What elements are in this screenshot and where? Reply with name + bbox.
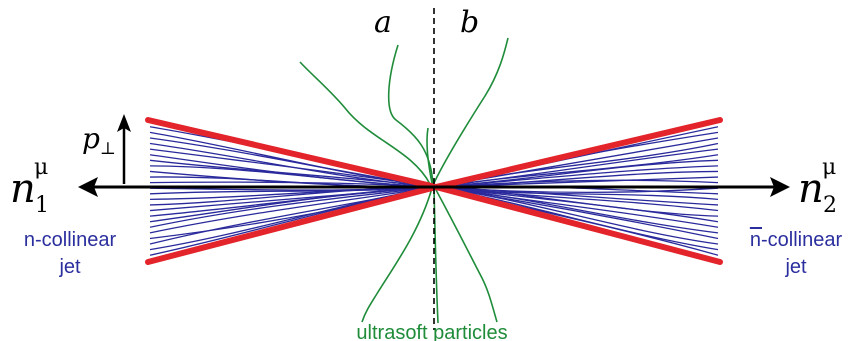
n1-sub: 1	[35, 193, 49, 218]
jet-line	[149, 186, 437, 223]
left-jet-label-line1: n-collinear	[24, 229, 117, 251]
up-arrow-icon	[117, 114, 131, 132]
n2-label: n	[798, 166, 824, 212]
pperp-sub: ⊥	[100, 139, 116, 159]
right-jet-nbar: n	[750, 229, 761, 251]
jet-line	[435, 186, 719, 240]
left-cone-upper-edge	[145, 117, 439, 190]
pperp-base: p	[82, 122, 100, 155]
jet-line	[435, 154, 719, 188]
right-jet-rest: -collinear	[761, 229, 842, 251]
ultrasoft-track	[433, 37, 509, 184]
ultrasoft-track	[387, 44, 434, 186]
jet-line	[435, 186, 719, 206]
n1-sup: μ	[34, 155, 48, 180]
right-arrow-icon	[770, 177, 790, 197]
jet-line	[435, 186, 719, 234]
jet-line	[435, 186, 719, 223]
ultrasoft-track	[299, 61, 431, 185]
jet-line	[149, 186, 437, 234]
ultrasoft-tracks	[299, 37, 509, 324]
jet-line	[435, 186, 719, 245]
ultrasoft-label: ultrasoft particles	[356, 322, 507, 341]
right-jet-lines	[435, 126, 719, 256]
jet-line	[149, 181, 437, 188]
right-cone-lower-edge	[433, 184, 723, 265]
region-a-label: a	[374, 5, 392, 40]
left-jet-lines	[149, 126, 437, 256]
jet-line	[149, 148, 437, 188]
n1-label: n	[10, 166, 36, 212]
left-arrow-icon	[78, 177, 98, 197]
left-cone-lower-edge	[145, 184, 439, 265]
region-b-label: b	[460, 5, 479, 40]
pperp-label: p⊥	[82, 122, 116, 159]
n2-sup: μ	[822, 155, 836, 180]
jet-line	[435, 165, 719, 188]
axis	[78, 114, 790, 197]
right-cone-upper-edge	[433, 117, 723, 190]
ultrasoft-track	[361, 187, 433, 323]
right-jet-label-line2: jet	[784, 256, 807, 278]
jet-line	[149, 159, 437, 188]
jet-line	[435, 179, 719, 188]
n2-sub: 2	[823, 193, 837, 218]
left-jet-label-line2: jet	[58, 256, 81, 278]
right-jet-label-line1: n-collinear	[750, 229, 843, 251]
ultrasoft-track	[426, 127, 434, 189]
ultrasoft-track	[434, 187, 498, 323]
jet-line	[149, 186, 437, 228]
cone-edges	[145, 117, 723, 265]
